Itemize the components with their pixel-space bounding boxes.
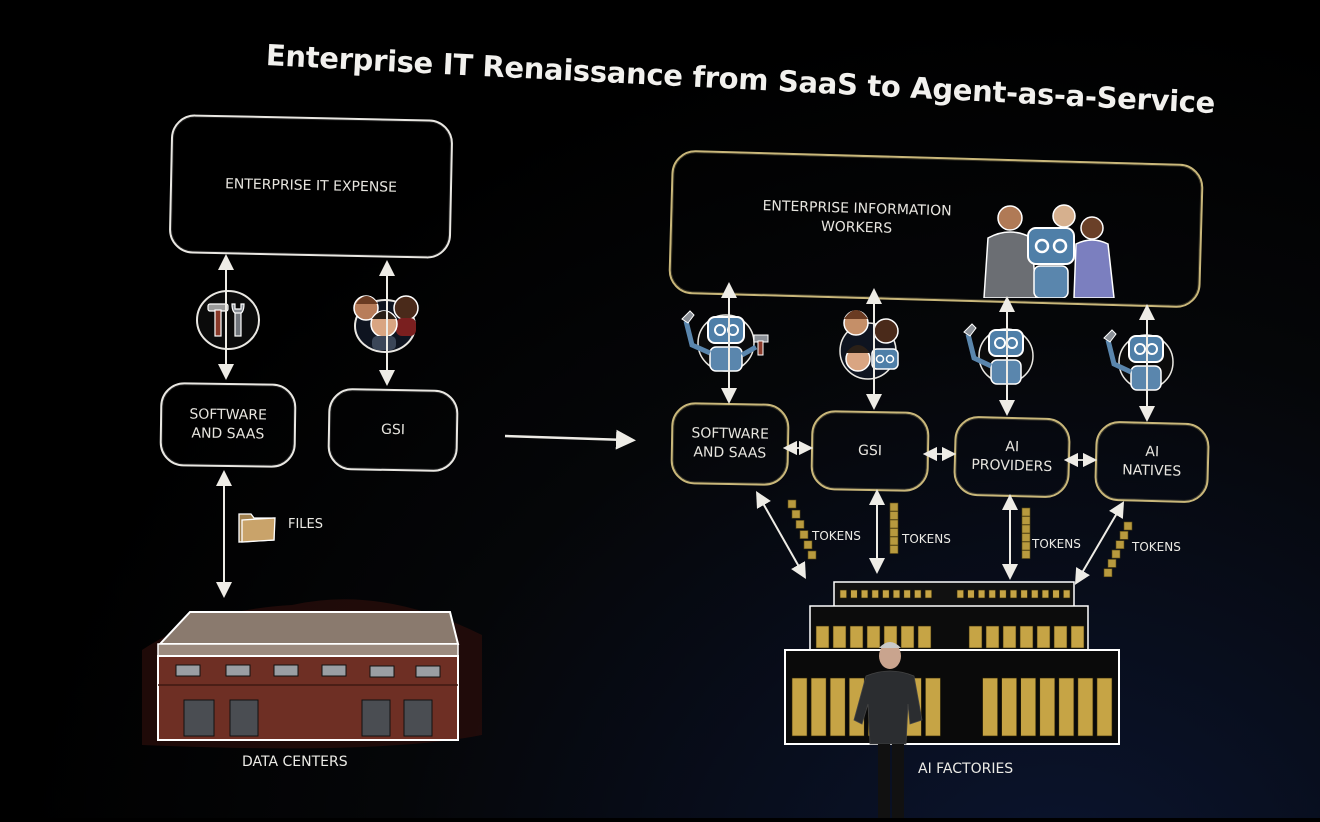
token-block <box>889 545 899 554</box>
rack-slot <box>1070 625 1085 649</box>
rack-slot <box>1041 589 1050 599</box>
token-block <box>1021 516 1031 525</box>
rack-slot <box>1020 589 1028 599</box>
token-block <box>799 530 809 539</box>
rack-slot <box>1031 589 1039 599</box>
token-block <box>889 528 899 537</box>
rack-slot <box>860 589 869 599</box>
token-block <box>889 502 899 512</box>
rack-slot <box>871 589 879 599</box>
rack-slot <box>968 625 983 649</box>
rack-slot <box>956 589 964 599</box>
rack-slot <box>1009 589 1018 599</box>
rack-slot <box>985 625 1000 649</box>
rack-slot <box>999 589 1007 599</box>
data-center-building-icon <box>132 590 492 750</box>
token-block <box>807 550 817 560</box>
rack-slot <box>988 589 996 599</box>
rack-slot <box>829 677 846 737</box>
rack-slot <box>839 589 847 599</box>
tokens-label-4: TOKENS <box>1132 540 1181 554</box>
folder-icon <box>236 508 278 544</box>
token-block <box>1111 549 1121 559</box>
tokens-label-3: TOKENS <box>1032 537 1081 551</box>
rack-slot <box>1020 677 1037 737</box>
arrow-tokens-1 <box>756 491 806 579</box>
rack-slot <box>1096 677 1113 737</box>
rack-slot <box>1063 589 1071 599</box>
token-block <box>889 519 899 529</box>
token-block <box>1103 568 1113 578</box>
token-block <box>889 536 899 546</box>
rack-slot <box>892 589 901 599</box>
rack-slot <box>903 589 911 599</box>
rack-slot <box>1036 625 1051 649</box>
rack-slot <box>1002 625 1017 649</box>
rack-slot <box>832 625 847 649</box>
token-block <box>1021 533 1031 542</box>
token-block <box>1021 550 1031 559</box>
rack-slot <box>977 589 986 599</box>
rack-slot <box>1058 677 1075 737</box>
token-stack-icon <box>787 499 1133 578</box>
tokens-label-2: TOKENS <box>902 532 951 546</box>
rack-slot <box>882 589 890 599</box>
rack-slot <box>924 589 933 599</box>
rack-slot <box>1052 589 1060 599</box>
files-label: FILES <box>288 517 324 532</box>
presenter-figure <box>852 638 932 818</box>
token-block <box>1021 541 1031 551</box>
token-block <box>791 509 801 519</box>
rack-slot <box>967 589 975 599</box>
rack-slot <box>1053 625 1068 649</box>
arrow-right-icon <box>504 429 636 450</box>
rack-slot <box>849 625 864 649</box>
rack-slot <box>815 625 830 649</box>
token-block <box>1021 507 1031 517</box>
rack-slot <box>1077 677 1094 737</box>
rack-slot <box>791 677 808 737</box>
rack-slot <box>925 677 941 737</box>
rack-slot <box>982 677 998 737</box>
token-block <box>795 520 805 529</box>
rack-slot <box>1039 677 1056 737</box>
rack-slot <box>866 625 881 649</box>
rack-slot <box>810 677 827 737</box>
data-centers-label: DATA CENTERS <box>242 754 348 770</box>
tokens-label-1: TOKENS <box>812 529 861 543</box>
rack-slot <box>850 589 858 599</box>
rack-slot <box>914 589 922 599</box>
token-block <box>787 499 797 509</box>
token-block <box>1123 521 1133 531</box>
rack-slot <box>1001 677 1018 737</box>
token-block <box>803 540 813 550</box>
token-block <box>1021 524 1031 534</box>
rack-slot <box>917 625 932 649</box>
arrow-tokens-4 <box>1074 501 1125 585</box>
token-block <box>1115 540 1125 550</box>
token-block <box>1107 559 1117 568</box>
rack-slot <box>1019 625 1034 649</box>
token-block <box>1119 531 1129 540</box>
workers-with-robot-icon <box>978 200 1118 299</box>
rack-slot <box>900 625 915 649</box>
ai-factories-label: AI FACTORIES <box>918 761 1014 777</box>
token-block <box>889 511 899 520</box>
